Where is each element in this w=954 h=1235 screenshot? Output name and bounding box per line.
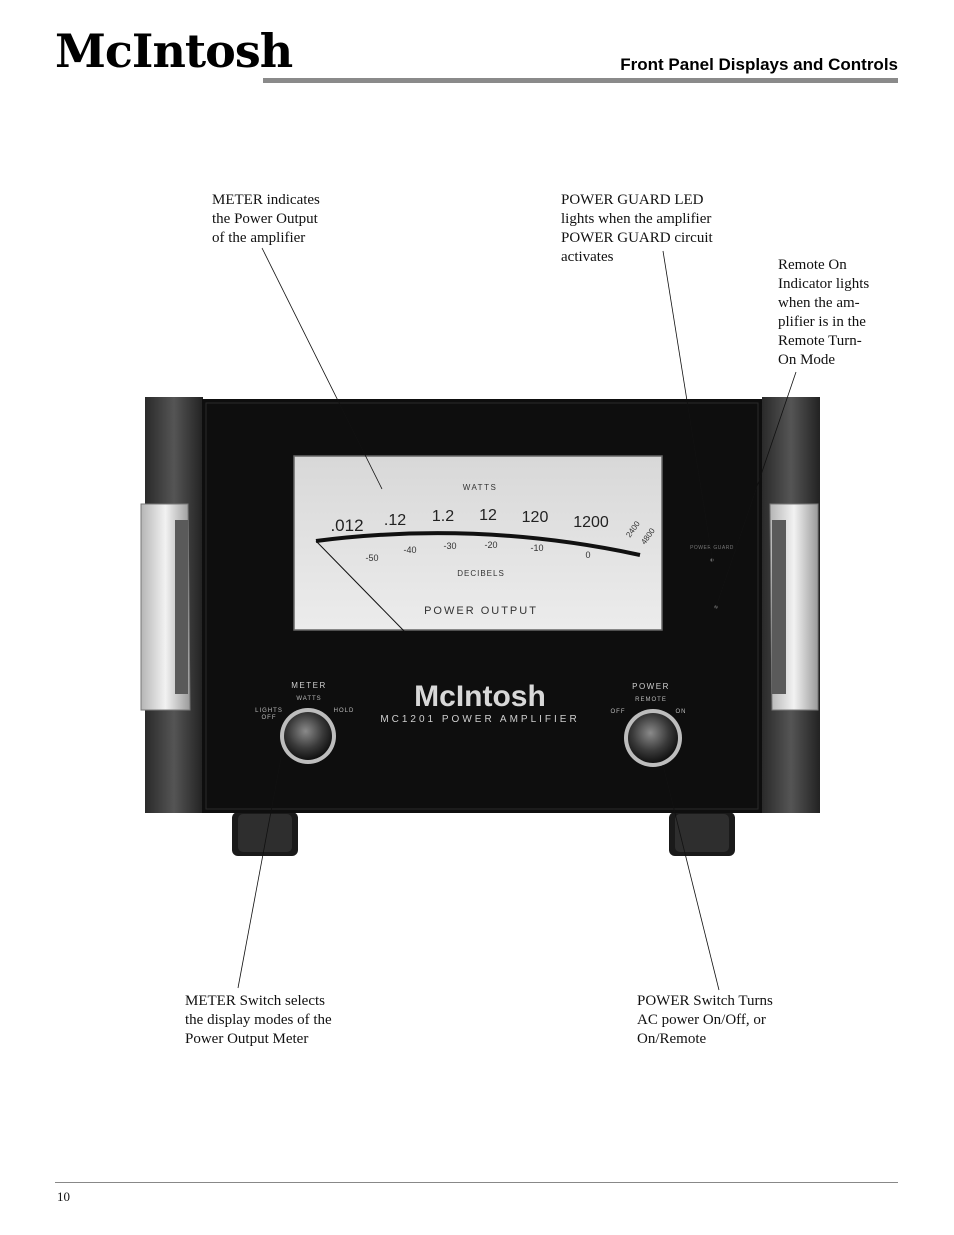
remote-leader-line (714, 371, 797, 611)
db-tick-50: -50 (365, 553, 378, 563)
decibels-label: DECIBELS (457, 569, 505, 578)
meter-switch-lights: LIGHTS (255, 708, 283, 714)
watts-tick-012: .012 (330, 516, 363, 535)
panel-brand-logo: McIntosh (414, 680, 546, 713)
db-tick-20: -20 (484, 540, 497, 550)
power-switch-on: ON (676, 709, 687, 715)
meter-leader-line (261, 247, 383, 490)
power-output-label: POWER OUTPUT (424, 605, 538, 617)
watts-tick-12a: .12 (384, 512, 406, 529)
section-title: Front Panel Displays and Controls (620, 55, 898, 74)
meter-switch-watts: WATTS (296, 696, 321, 702)
watts-label: WATTS (463, 483, 498, 492)
db-tick-0: 0 (585, 550, 590, 560)
meter-switch-off: OFF (262, 715, 277, 721)
meter-callout: METER indicates the Power Output of the … (212, 192, 320, 246)
watts-tick-1200: 1200 (573, 514, 609, 531)
db-tick-30: -30 (443, 541, 456, 551)
meter-switch-hold: HOLD (334, 708, 355, 714)
panel-model: MC1201 POWER AMPLIFIER (380, 714, 579, 725)
power-guard-callout: POWER GUARD LED lights when the amplifie… (561, 192, 713, 265)
watts-tick-120: 120 (522, 509, 549, 526)
power-switch-remote: REMOTE (635, 697, 667, 703)
footer-rule (55, 1182, 898, 1183)
meter-switch-leader-line (237, 757, 282, 989)
db-tick-40: -40 (403, 545, 416, 555)
watts-tick-1-2: 1.2 (432, 508, 454, 525)
mcintosh-logo: McIntosh (55, 24, 293, 78)
power-output-meter (293, 455, 663, 631)
meter-switch-callout: METER Switch selects the display modes o… (185, 993, 332, 1047)
power-switch-title: POWER (632, 682, 670, 691)
meter-switch-title: METER (291, 681, 327, 690)
header-rule (263, 78, 898, 83)
power-switch-callout: POWER Switch Turns AC power On/Off, or O… (637, 993, 773, 1047)
power-switch-off: OFF (611, 709, 626, 715)
page-number: 10 (57, 1189, 70, 1204)
meter-scale-arc (315, 531, 641, 557)
watts-tick-12: 12 (479, 507, 497, 524)
power-guard-leader-line (662, 250, 714, 564)
power-guard-label: POWER GUARD (690, 545, 734, 551)
db-tick-10: -10 (530, 543, 543, 553)
power-switch-leader-line (662, 764, 720, 991)
remote-on-callout: Remote On Indicator lights when the am- … (778, 257, 870, 368)
